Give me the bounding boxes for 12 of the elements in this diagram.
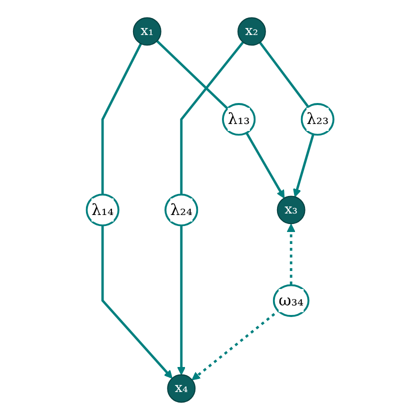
edge-label: λ₁₄ [91, 200, 114, 219]
arrow [101, 43, 172, 379]
arrow [177, 41, 244, 376]
node-circle: x₂ [237, 17, 266, 46]
edge-label: ω₃₄ [278, 290, 304, 310]
edge-label: λ₂₃ [306, 110, 329, 128]
edge-label: λ₂₄ [170, 200, 192, 219]
node-circle: x₄ [167, 374, 196, 403]
node-circle: x₁ [132, 17, 162, 46]
edge-label: λ₁₃ [228, 110, 250, 128]
arrow [156, 40, 285, 198]
node-circle: x₃ [276, 196, 306, 224]
